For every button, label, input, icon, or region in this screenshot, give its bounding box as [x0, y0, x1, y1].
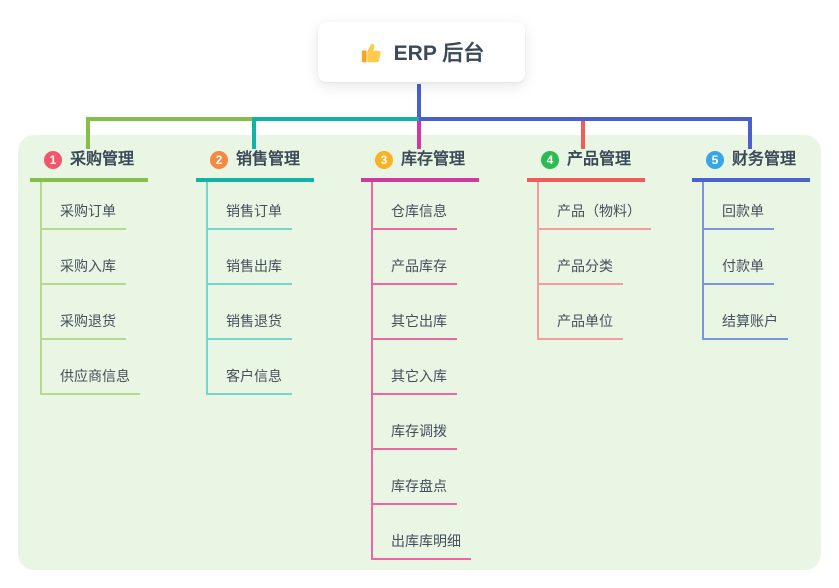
- branch-title-label: 产品管理: [567, 151, 632, 168]
- badge-1: 1: [44, 151, 62, 169]
- connector-drop-inventory: [417, 121, 421, 149]
- node-label: 产品（物料）: [557, 203, 641, 219]
- node-item[interactable]: 仓库信息: [373, 182, 457, 230]
- node-label: 其它出库: [391, 313, 447, 329]
- node-label: 库存调拨: [391, 423, 447, 439]
- branch-children-product: 产品（物料） 产品分类 产品单位: [537, 182, 651, 340]
- node-label: 采购入库: [60, 258, 116, 274]
- node-label: 结算账户: [722, 313, 778, 329]
- branch-product: 4 产品管理 产品（物料） 产品分类 产品单位: [527, 149, 651, 340]
- badge-2: 2: [210, 151, 228, 169]
- node-item[interactable]: 其它出库: [373, 285, 457, 340]
- node-item[interactable]: 出库库明细: [373, 505, 471, 560]
- root-node-erp[interactable]: ERP 后台: [318, 22, 525, 82]
- branch-title-label: 财务管理: [732, 151, 797, 168]
- node-item[interactable]: 采购订单: [42, 182, 126, 230]
- branch-title-finance[interactable]: 5 财务管理: [692, 149, 811, 182]
- branch-title-sales[interactable]: 2 销售管理: [196, 149, 315, 182]
- thumbs-up-icon: [359, 40, 384, 65]
- node-label: 库存盘点: [391, 478, 447, 494]
- node-label: 仓库信息: [391, 203, 447, 219]
- node-item[interactable]: 产品库存: [373, 230, 457, 285]
- badge-3: 3: [375, 151, 393, 169]
- branch-inventory: 3 库存管理 仓库信息 产品库存 其它出库 其它入库 库存调拨 库存盘点 出库库…: [361, 149, 480, 560]
- connector-drop-finance: [748, 117, 752, 149]
- node-item[interactable]: 产品单位: [539, 285, 623, 340]
- node-label: 销售退货: [226, 313, 282, 329]
- node-item[interactable]: 其它入库: [373, 340, 457, 395]
- node-label: 付款单: [722, 258, 764, 274]
- branch-title-inventory[interactable]: 3 库存管理: [361, 149, 480, 182]
- node-item[interactable]: 库存调拨: [373, 395, 457, 450]
- node-item[interactable]: 采购入库: [42, 230, 126, 285]
- node-label: 回款单: [722, 203, 764, 219]
- branch-children-sales: 销售订单 销售出库 销售退货 客户信息: [206, 182, 292, 395]
- branch-purchase: 1 采购管理 采购订单 采购入库 采购退货 供应商信息: [30, 149, 149, 395]
- node-label: 销售订单: [226, 203, 282, 219]
- node-label: 采购退货: [60, 313, 116, 329]
- connector-root-drop: [417, 84, 421, 121]
- node-item[interactable]: 产品分类: [539, 230, 623, 285]
- node-label: 出库库明细: [391, 533, 461, 549]
- connector-drop-product: [581, 121, 585, 149]
- node-label: 其它入库: [391, 368, 447, 384]
- node-item[interactable]: 销售订单: [208, 182, 292, 230]
- node-label: 产品单位: [557, 313, 613, 329]
- node-item[interactable]: 回款单: [704, 182, 774, 230]
- badge-5: 5: [706, 151, 724, 169]
- branches-panel: [18, 135, 821, 570]
- branch-children-finance: 回款单 付款单 结算账户: [702, 182, 788, 340]
- branch-children-inventory: 仓库信息 产品库存 其它出库 其它入库 库存调拨 库存盘点 出库库明细: [371, 182, 471, 560]
- node-item[interactable]: 采购退货: [42, 285, 126, 340]
- branch-title-product[interactable]: 4 产品管理: [527, 149, 646, 182]
- node-label: 客户信息: [226, 368, 282, 384]
- branch-sales: 2 销售管理 销售订单 销售出库 销售退货 客户信息: [196, 149, 315, 395]
- node-item[interactable]: 库存盘点: [373, 450, 457, 505]
- node-item[interactable]: 销售退货: [208, 285, 292, 340]
- connector-drop-sales: [252, 117, 256, 149]
- branch-title-label: 采购管理: [70, 151, 135, 168]
- root-label: ERP 后台: [393, 42, 485, 65]
- branch-title-label: 库存管理: [401, 151, 466, 168]
- node-item[interactable]: 付款单: [704, 230, 774, 285]
- node-label: 销售出库: [226, 258, 282, 274]
- branch-title-label: 销售管理: [236, 151, 301, 168]
- node-item[interactable]: 产品（物料）: [539, 182, 651, 230]
- node-item[interactable]: 客户信息: [208, 340, 292, 395]
- node-item[interactable]: 销售出库: [208, 230, 292, 285]
- connector-horizontal-green: [86, 117, 252, 121]
- node-label: 产品库存: [391, 258, 447, 274]
- branch-finance: 5 财务管理 回款单 付款单 结算账户: [692, 149, 811, 340]
- connector-horizontal-teal: [256, 117, 419, 121]
- node-label: 供应商信息: [60, 368, 130, 384]
- node-label: 产品分类: [557, 258, 613, 274]
- branch-children-purchase: 采购订单 采购入库 采购退货 供应商信息: [40, 182, 140, 395]
- node-label: 采购订单: [60, 203, 116, 219]
- connector-horizontal-blue: [421, 117, 752, 121]
- node-item[interactable]: 结算账户: [704, 285, 788, 340]
- node-item[interactable]: 供应商信息: [42, 340, 140, 395]
- badge-4: 4: [541, 151, 559, 169]
- connector-drop-purchase: [86, 117, 90, 149]
- branch-title-purchase[interactable]: 1 采购管理: [30, 149, 149, 182]
